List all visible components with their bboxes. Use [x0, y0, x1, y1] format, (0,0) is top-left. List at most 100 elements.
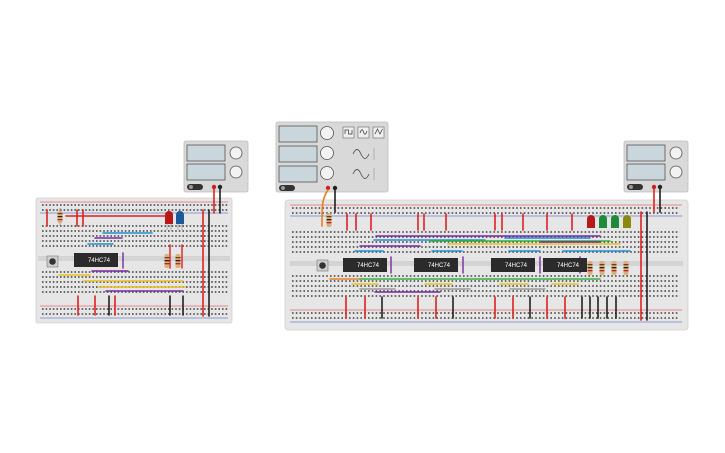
breadboard-hole[interactable] [489, 241, 492, 243]
breadboard-hole[interactable] [512, 290, 514, 292]
breadboard-hole[interactable] [356, 285, 359, 287]
breadboard-hole[interactable] [349, 212, 351, 214]
breadboard-hole[interactable] [592, 251, 594, 253]
breadboard-hole[interactable] [451, 295, 454, 297]
breadboard-hole[interactable] [413, 295, 416, 297]
breadboard-hole[interactable] [546, 246, 549, 248]
breadboard-hole[interactable] [150, 271, 152, 273]
breadboard-hole[interactable] [204, 225, 206, 227]
breadboard-hole[interactable] [596, 275, 598, 277]
breadboard-hole[interactable] [345, 207, 347, 209]
breadboard-hole[interactable] [103, 281, 105, 283]
breadboard-hole[interactable] [99, 230, 102, 232]
breadboard-hole[interactable] [356, 246, 359, 248]
breadboard-hole[interactable] [455, 241, 457, 243]
breadboard-hole[interactable] [211, 245, 213, 247]
breadboard-hole[interactable] [160, 225, 163, 227]
breadboard-hole[interactable] [527, 275, 530, 277]
breadboard-hole[interactable] [96, 271, 98, 273]
breadboard-hole[interactable] [421, 275, 423, 277]
breadboard-hole[interactable] [189, 209, 192, 211]
breadboard-hole[interactable] [103, 204, 105, 206]
breadboard-hole[interactable] [664, 295, 666, 297]
breadboard-hole[interactable] [603, 280, 606, 282]
breadboard-hole[interactable] [307, 246, 309, 248]
breadboard-hole[interactable] [200, 204, 202, 206]
breadboard-hole[interactable] [164, 204, 166, 206]
breadboard-hole[interactable] [333, 312, 336, 314]
breadboard-hole[interactable] [580, 207, 583, 209]
breadboard-hole[interactable] [45, 291, 48, 293]
breadboard-hole[interactable] [186, 271, 188, 273]
breadboard-hole[interactable] [218, 313, 220, 315]
breadboard-hole[interactable] [117, 209, 120, 211]
breadboard-hole[interactable] [599, 312, 602, 314]
breadboard-hole[interactable] [432, 275, 435, 277]
breadboard-hole[interactable] [527, 241, 530, 243]
breadboard-hole[interactable] [189, 235, 192, 237]
breadboard-hole[interactable] [211, 281, 213, 283]
breadboard-hole[interactable] [470, 290, 473, 292]
breadboard-hole[interactable] [295, 231, 298, 233]
breadboard-hole[interactable] [656, 231, 659, 233]
breadboard-hole[interactable] [466, 207, 469, 209]
breadboard-hole[interactable] [440, 285, 442, 287]
breadboard-hole[interactable] [626, 290, 628, 292]
breadboard-hole[interactable] [168, 291, 170, 293]
breadboard-hole[interactable] [634, 275, 636, 277]
breadboard-hole[interactable] [45, 245, 48, 247]
breadboard-hole[interactable] [81, 291, 84, 293]
breadboard-hole[interactable] [634, 285, 636, 287]
led-blue[interactable] [176, 211, 184, 230]
breadboard-hole[interactable] [463, 241, 465, 243]
breadboard-hole[interactable] [178, 308, 181, 310]
breadboard-hole[interactable] [668, 251, 670, 253]
breadboard-hole[interactable] [580, 275, 583, 277]
breadboard-hole[interactable] [142, 271, 145, 273]
breadboard-hole[interactable] [561, 246, 564, 248]
breadboard-hole[interactable] [599, 231, 602, 233]
breadboard-hole[interactable] [485, 231, 488, 233]
breadboard-hole[interactable] [649, 207, 651, 209]
breadboard-hole[interactable] [341, 241, 343, 243]
breadboard-hole[interactable] [193, 286, 195, 288]
breadboard-hole[interactable] [99, 204, 102, 206]
breadboard-hole[interactable] [379, 285, 381, 287]
breadboard-hole[interactable] [295, 280, 298, 282]
breadboard-hole[interactable] [337, 236, 340, 238]
breadboard-hole[interactable] [409, 246, 412, 248]
breadboard-hole[interactable] [444, 280, 446, 282]
breadboard-hole[interactable] [78, 230, 80, 232]
breadboard-hole[interactable] [668, 207, 670, 209]
breadboard-hole[interactable] [168, 240, 170, 242]
breadboard-hole[interactable] [451, 236, 454, 238]
breadboard-hole[interactable] [641, 285, 644, 287]
breadboard-hole[interactable] [656, 212, 659, 214]
breadboard-hole[interactable] [150, 313, 152, 315]
breadboard-hole[interactable] [326, 275, 328, 277]
breadboard-hole[interactable] [592, 290, 594, 292]
breadboard-hole[interactable] [672, 285, 674, 287]
breadboard-hole[interactable] [497, 312, 499, 314]
breadboard-hole[interactable] [60, 235, 62, 237]
breadboard-hole[interactable] [607, 236, 609, 238]
breadboard-hole[interactable] [299, 317, 302, 319]
breadboard-hole[interactable] [117, 240, 120, 242]
breadboard-hole[interactable] [451, 207, 454, 209]
breadboard-hole[interactable] [42, 291, 44, 293]
breadboard-hole[interactable] [383, 280, 385, 282]
breadboard-hole[interactable] [653, 280, 655, 282]
breadboard-hole[interactable] [371, 317, 374, 319]
breadboard-hole[interactable] [402, 231, 404, 233]
breadboard-hole[interactable] [160, 291, 163, 293]
breadboard-hole[interactable] [171, 308, 174, 310]
breadboard-hole[interactable] [463, 207, 465, 209]
breadboard-hole[interactable] [672, 275, 674, 277]
breadboard-hole[interactable] [637, 285, 640, 287]
breadboard-hole[interactable] [588, 275, 590, 277]
breadboard-hole[interactable] [432, 285, 435, 287]
breadboard-hole[interactable] [531, 317, 533, 319]
breadboard-hole[interactable] [409, 285, 412, 287]
breadboard-hole[interactable] [660, 290, 663, 292]
breadboard-hole[interactable] [186, 235, 188, 237]
